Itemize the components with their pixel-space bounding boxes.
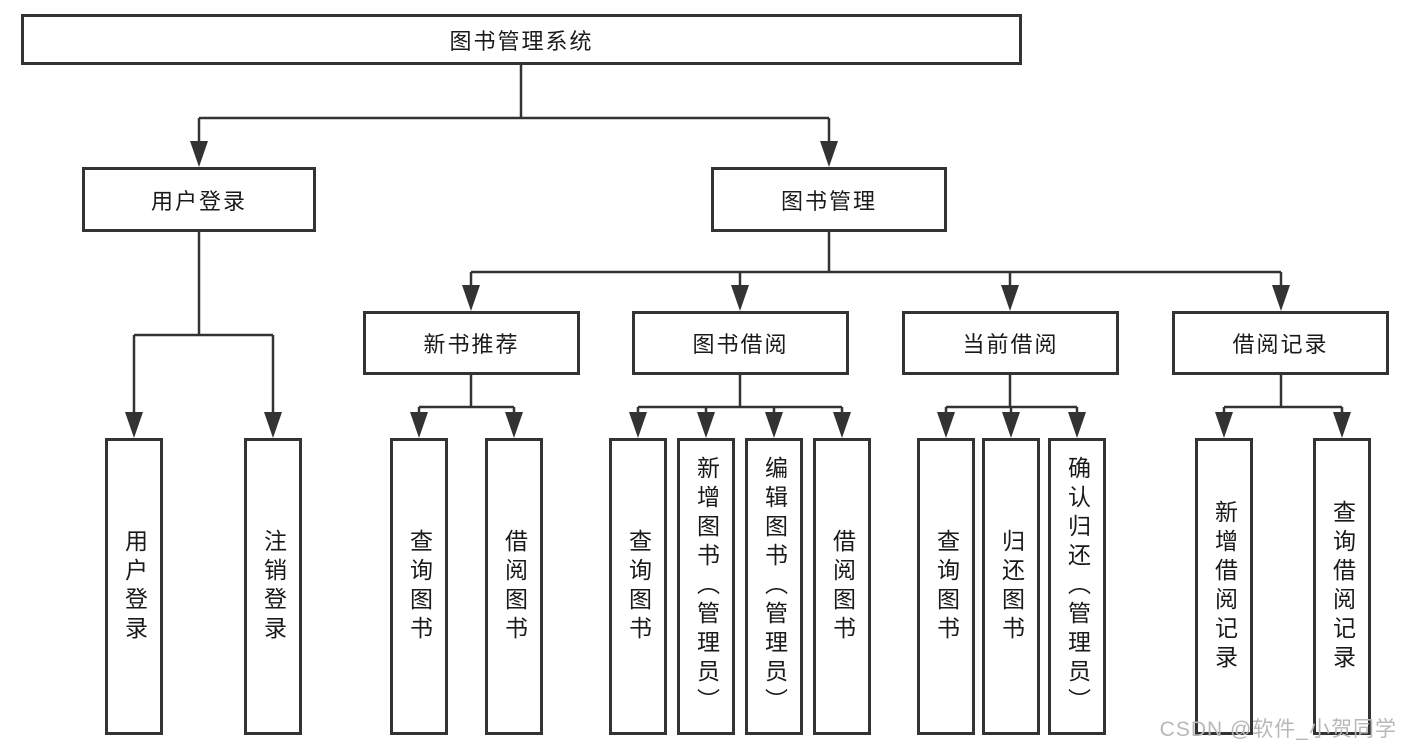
- node-user-login: 用户登录: [82, 167, 316, 232]
- leaf-return-book: 归还图书: [982, 438, 1040, 735]
- leaf-logout: 注销登录: [244, 438, 302, 735]
- node-book-borrow-label: 图书借阅: [692, 332, 789, 357]
- leaf-borrow-books-borrow-label: 借阅图书: [829, 528, 856, 645]
- leaf-user-login: 用户登录: [105, 438, 163, 735]
- leaf-query-books-borrow-label: 查询图书: [625, 528, 652, 645]
- leaf-edit-book-admin: 编辑图书（管理员）: [745, 438, 803, 735]
- leaf-add-borrow-record: 新增借阅记录: [1195, 438, 1253, 735]
- node-user-login-label: 用户登录: [150, 188, 247, 214]
- node-book-management: 图书管理: [711, 167, 947, 232]
- node-borrow-records: 借阅记录: [1172, 311, 1389, 375]
- leaf-borrow-books-recommend: 借阅图书: [485, 438, 543, 735]
- leaf-return-book-label: 归还图书: [998, 528, 1025, 645]
- leaf-query-books-recommend-label: 查询图书: [406, 528, 433, 645]
- leaf-query-books-current: 查询图书: [917, 438, 975, 735]
- leaf-query-books-current-label: 查询图书: [933, 528, 960, 645]
- leaf-query-borrow-record-label: 查询借阅记录: [1329, 499, 1356, 674]
- leaf-user-login-label: 用户登录: [121, 528, 148, 645]
- leaf-query-books-borrow: 查询图书: [609, 438, 667, 735]
- leaf-borrow-books-recommend-label: 借阅图书: [501, 528, 528, 645]
- node-current-borrow-label: 当前借阅: [962, 332, 1059, 357]
- watermark: CSDN @软件_小贺同学: [1159, 718, 1397, 741]
- leaf-query-borrow-record: 查询借阅记录: [1313, 438, 1371, 735]
- leaf-logout-label: 注销登录: [260, 528, 287, 645]
- node-root: 图书管理系统: [21, 14, 1022, 65]
- node-borrow-records-label: 借阅记录: [1232, 332, 1329, 357]
- leaf-confirm-return-admin: 确认归还（管理员）: [1048, 438, 1106, 735]
- node-new-book-recommend: 新书推荐: [363, 311, 580, 375]
- node-root-label: 图书管理系统: [449, 28, 594, 54]
- leaf-add-borrow-record-label: 新增借阅记录: [1211, 499, 1238, 674]
- node-new-book-recommend-label: 新书推荐: [423, 332, 520, 357]
- leaf-edit-book-admin-label: 编辑图书（管理员）: [761, 456, 788, 717]
- node-current-borrow: 当前借阅: [902, 311, 1119, 375]
- leaf-confirm-return-admin-label: 确认归还（管理员）: [1064, 456, 1091, 717]
- leaf-borrow-books-borrow: 借阅图书: [813, 438, 871, 735]
- node-book-borrow: 图书借阅: [632, 311, 849, 375]
- node-book-management-label: 图书管理: [780, 188, 877, 214]
- leaf-query-books-recommend: 查询图书: [390, 438, 448, 735]
- leaf-add-book-admin-label: 新增图书（管理员）: [693, 456, 720, 717]
- leaf-add-book-admin: 新增图书（管理员）: [677, 438, 735, 735]
